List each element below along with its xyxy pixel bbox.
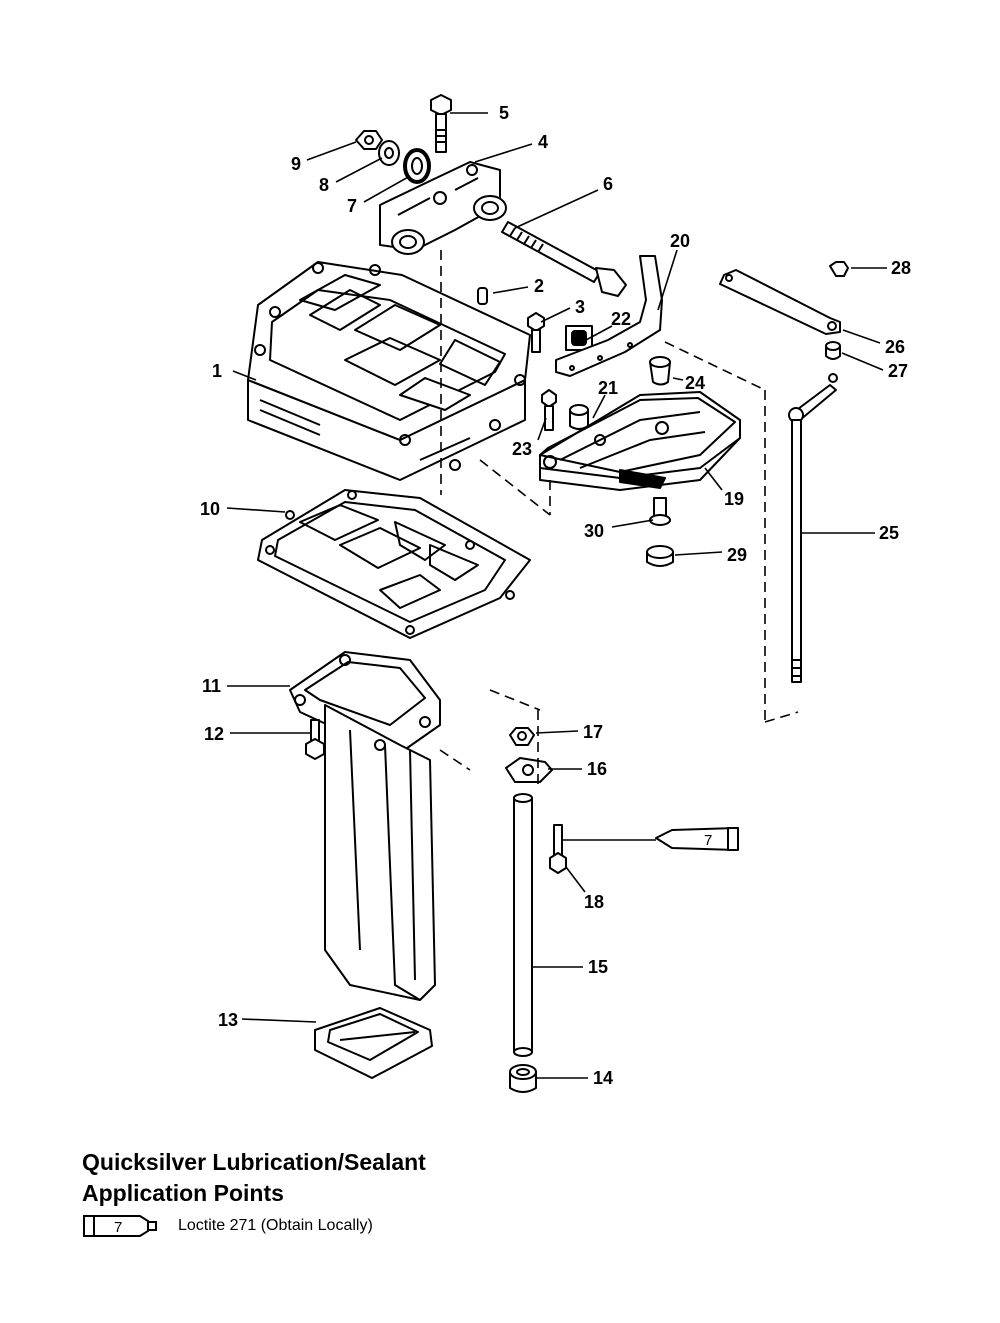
- callout-2: 2: [534, 276, 544, 296]
- callout-23: 23: [512, 439, 532, 459]
- sealant-tube-legend-icon: 7: [83, 1215, 157, 1237]
- callout-9: 9: [291, 154, 301, 174]
- callout-16: 16: [587, 759, 607, 779]
- part-24-bushing: [649, 356, 671, 386]
- part-15-tube: [513, 793, 533, 1057]
- part-2-dowel-pin: [477, 287, 488, 305]
- part-4-bracket: [379, 161, 507, 255]
- callout-13: 13: [218, 1010, 238, 1030]
- callout-29: 29: [727, 545, 747, 565]
- part-18-screw: [549, 824, 567, 874]
- part-13-seal: [314, 1007, 433, 1079]
- callout-25: 25: [879, 523, 899, 543]
- callout-24: 24: [685, 373, 705, 393]
- callout-26: 26: [885, 337, 905, 357]
- callout-17: 17: [583, 722, 603, 742]
- legend-title: Quicksilver Lubrication/Sealant: [82, 1149, 426, 1175]
- callout-10: 10: [200, 499, 220, 519]
- legend-item: 7 Loctite 271 (Obtain Locally): [82, 1212, 373, 1240]
- callout-7: 7: [347, 196, 357, 216]
- part-19-cover: [539, 391, 741, 491]
- tube-callout-7: 7: [704, 832, 712, 849]
- part-14-grommet: [509, 1064, 537, 1093]
- part-10-gasket: [257, 489, 531, 639]
- part-25-shift-rod: [788, 373, 838, 683]
- callout-1: 1: [212, 361, 222, 381]
- part-6-long-bolt: [501, 221, 627, 297]
- callout-27: 27: [888, 361, 908, 381]
- callout-21: 21: [598, 378, 618, 398]
- part-16-bracket: [505, 757, 553, 783]
- callout-19: 19: [724, 489, 744, 509]
- callout-3: 3: [575, 297, 585, 317]
- callout-18: 18: [584, 892, 604, 912]
- callout-12: 12: [204, 724, 224, 744]
- callout-20: 20: [670, 231, 690, 251]
- callout-4: 4: [538, 132, 548, 152]
- part-3-screw: [527, 312, 545, 353]
- legend-tube-number: 7: [114, 1219, 122, 1236]
- part-12-bolt: [305, 719, 325, 760]
- legend-item-text: Loctite 271 (Obtain Locally): [178, 1217, 373, 1234]
- callout-8: 8: [319, 175, 329, 195]
- exploded-parts-diagram: 5 4 6 9 8 7 20 28 2 3 22 26 1 27 24 21 2…: [200, 94, 911, 1093]
- part-11-driveshaft-housing: [289, 651, 441, 1001]
- callout-30: 30: [584, 521, 604, 541]
- part-29-cap: [646, 545, 674, 567]
- part-7-washer: [403, 148, 431, 184]
- sealant-tube-icon: [655, 827, 739, 851]
- part-1-adapter-plate: [247, 261, 531, 481]
- part-28-nut: [829, 261, 849, 277]
- part-22-clip: [565, 325, 593, 351]
- legend-subtitle: Application Points: [82, 1180, 284, 1206]
- callout-11: 11: [202, 676, 221, 696]
- part-26-link-arm: [719, 269, 841, 335]
- part-27-bushing: [825, 341, 841, 360]
- part-21-bushing: [569, 404, 589, 430]
- callout-14: 14: [593, 1068, 613, 1088]
- callout-28: 28: [891, 258, 911, 278]
- part-9-nut: [355, 130, 383, 150]
- callout-6: 6: [603, 174, 613, 194]
- part-8-washer: [378, 140, 400, 166]
- part-23-screw: [541, 389, 557, 431]
- callout-22: 22: [611, 309, 631, 329]
- callout-15: 15: [588, 957, 608, 977]
- part-5-bolt: [430, 94, 452, 153]
- part-30-bushing: [649, 497, 671, 526]
- part-17-nut: [509, 727, 535, 746]
- part-20-bracket-strip: [555, 255, 663, 377]
- callout-5: 5: [499, 103, 509, 123]
